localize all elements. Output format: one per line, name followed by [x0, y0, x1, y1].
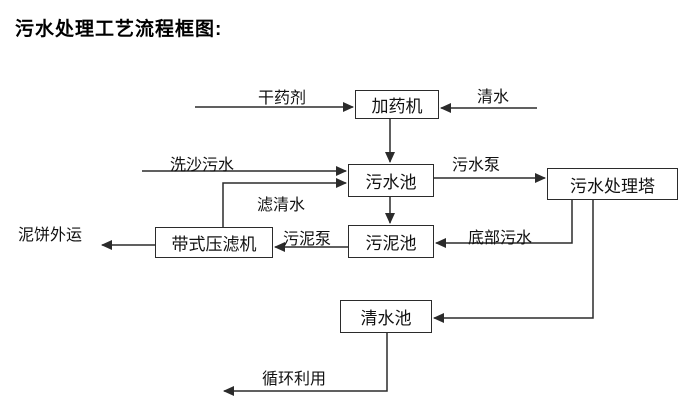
node-clean-water-pool: 清水池	[340, 300, 432, 333]
edge-label-mud-cake-out: 泥饼外运	[18, 227, 83, 244]
edge-bottom-sewage-line	[435, 200, 573, 248]
node-treatment-tower: 污水处理塔	[547, 168, 678, 200]
node-belt-filter-press: 带式压滤机	[155, 227, 273, 258]
edge-tower-to-clean-pool-line	[433, 200, 594, 323]
node-dosing-machine: 加药机	[355, 90, 439, 119]
edge-label-sand-washing-sewage: 洗沙污水	[170, 157, 235, 174]
edge-label-filtered-water: 滤清水	[257, 197, 306, 214]
edge-label-recycle: 循环利用	[262, 371, 327, 388]
edge-recycle-line	[223, 333, 388, 396]
edge-label-sludge-pump: 污泥泵	[283, 231, 332, 248]
node-sewage-pool: 污水池	[348, 164, 434, 197]
edge-label-clean-water: 清水	[477, 89, 510, 106]
page-title: 污水处理工艺流程框图:	[15, 19, 223, 40]
edge-label-bottom-sewage: 底部污水	[468, 230, 533, 247]
node-sludge-pool: 污泥池	[348, 225, 434, 258]
edge-filtered-water-line	[222, 178, 347, 227]
edge-label-dry-agent: 干药剂	[258, 90, 307, 107]
edge-label-sewage-pump: 污水泵	[452, 157, 501, 174]
